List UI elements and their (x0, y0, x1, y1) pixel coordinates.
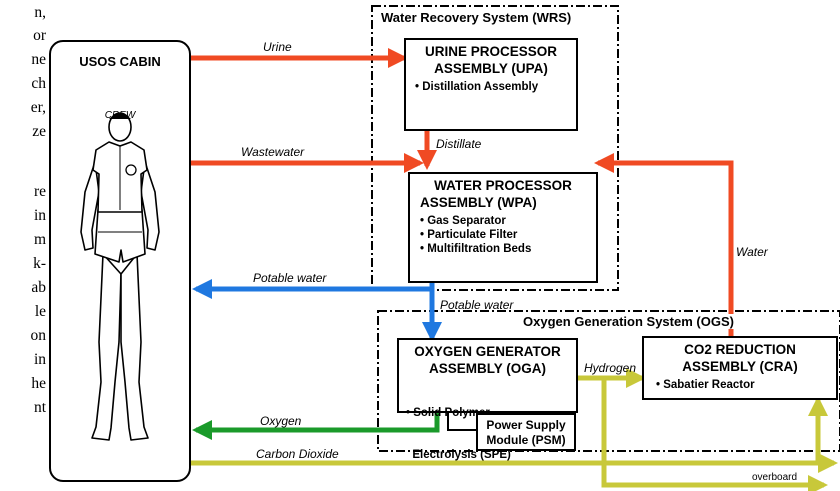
side-text-line: ze (32, 123, 46, 140)
water-return-flow (594, 153, 734, 336)
wrs-boundary (371, 5, 619, 291)
oga-bullet: • Solid Polymer (406, 407, 490, 419)
oga-box: OXYGEN GENERATOR ASSEMBLY (OGA) • Solid … (397, 338, 578, 461)
side-text-line: or (33, 27, 46, 44)
potable-water-left-label: Potable water (253, 271, 327, 285)
wastewater-label: Wastewater (241, 145, 305, 159)
ogs-boundary (377, 310, 840, 452)
wpa-bullet: • Multifiltration Beds (420, 243, 532, 255)
oga-title-line1: OXYGEN GENERATOR (414, 344, 561, 359)
wrs-title: Water Recovery System (WRS) (378, 10, 575, 25)
oxygen-flow (192, 410, 440, 440)
upa-box: URINE PROCESSOR ASSEMBLY (UPA) • Distill… (404, 38, 578, 131)
wpa-bullet: • Particulate Filter (420, 229, 518, 241)
cropped-article-text: n, or ne ch er, ze re in m k- ab le on i… (0, 0, 48, 491)
wpa-box: WATER PROCESSOR ASSEMBLY (WPA) • Gas Sep… (408, 172, 598, 283)
psm-line1: Power Supply (486, 418, 566, 432)
usos-cabin-box: USOS CABIN CREW (49, 40, 191, 482)
upa-title-line2: ASSEMBLY (UPA) (434, 61, 548, 76)
distillate-label: Distillate (436, 137, 482, 151)
psm-line2: Module (PSM) (486, 433, 566, 447)
overboard-flow (601, 378, 828, 491)
side-text-line: nt (33, 399, 46, 416)
side-text-line: ch (31, 75, 46, 92)
ogs-title: Oxygen Generation System (OGS) (520, 314, 737, 329)
potable-water-down-label: Potable water (440, 298, 514, 312)
cra-bullet: • Sabatier Reactor (656, 379, 755, 391)
oga-bullet: Electrolysis (SPE) (406, 449, 511, 461)
water-label: Water (736, 245, 768, 259)
side-text-line: he (31, 375, 46, 392)
wpa-bullet: • Gas Separator (420, 215, 506, 227)
side-text-line: re (33, 183, 46, 200)
side-text-line: k- (33, 255, 46, 272)
side-text-line: in (33, 351, 46, 368)
side-text-line: le (34, 303, 46, 320)
cra-box: CO2 REDUCTION ASSEMBLY (CRA) • Sabatier … (642, 336, 838, 400)
crew-figure-icon (80, 112, 160, 441)
side-text-line: ne (31, 51, 46, 68)
side-text-line: m (33, 231, 46, 248)
side-text-line: on (30, 327, 47, 344)
psm-box: Power Supply Module (PSM) (476, 413, 576, 451)
oga-title-line2: ASSEMBLY (OGA) (428, 361, 547, 376)
side-text-line: in (33, 207, 46, 224)
upa-title-line1: URINE PROCESSOR (424, 44, 558, 59)
cabin-title: USOS CABIN (79, 54, 161, 69)
urine-label: Urine (263, 40, 292, 54)
hydrogen-label: Hydrogen (584, 361, 637, 375)
wpa-bullets: • Gas Separator • Particulate Filter • M… (420, 214, 531, 256)
psm-connector (447, 413, 476, 431)
side-text-line: ab (31, 279, 46, 296)
oga-bullets: • Solid Polymer Electrolysis (SPE) (406, 378, 511, 490)
upa-bullet: • Distillation Assembly (415, 81, 539, 93)
wpa-title-line1: WATER PROCESSOR (434, 178, 572, 193)
overboard-label: overboard (752, 472, 798, 483)
side-text-line: er, (30, 99, 46, 116)
side-text-line: n, (34, 4, 46, 21)
wpa-title-line2: ASSEMBLY (WPA) (420, 195, 537, 210)
cra-title-line1: CO2 REDUCTION (684, 342, 796, 357)
oxygen-label: Oxygen (260, 414, 302, 428)
cra-title-line2: ASSEMBLY (CRA) (682, 359, 798, 374)
carbon-dioxide-label: Carbon Dioxide (256, 447, 339, 461)
